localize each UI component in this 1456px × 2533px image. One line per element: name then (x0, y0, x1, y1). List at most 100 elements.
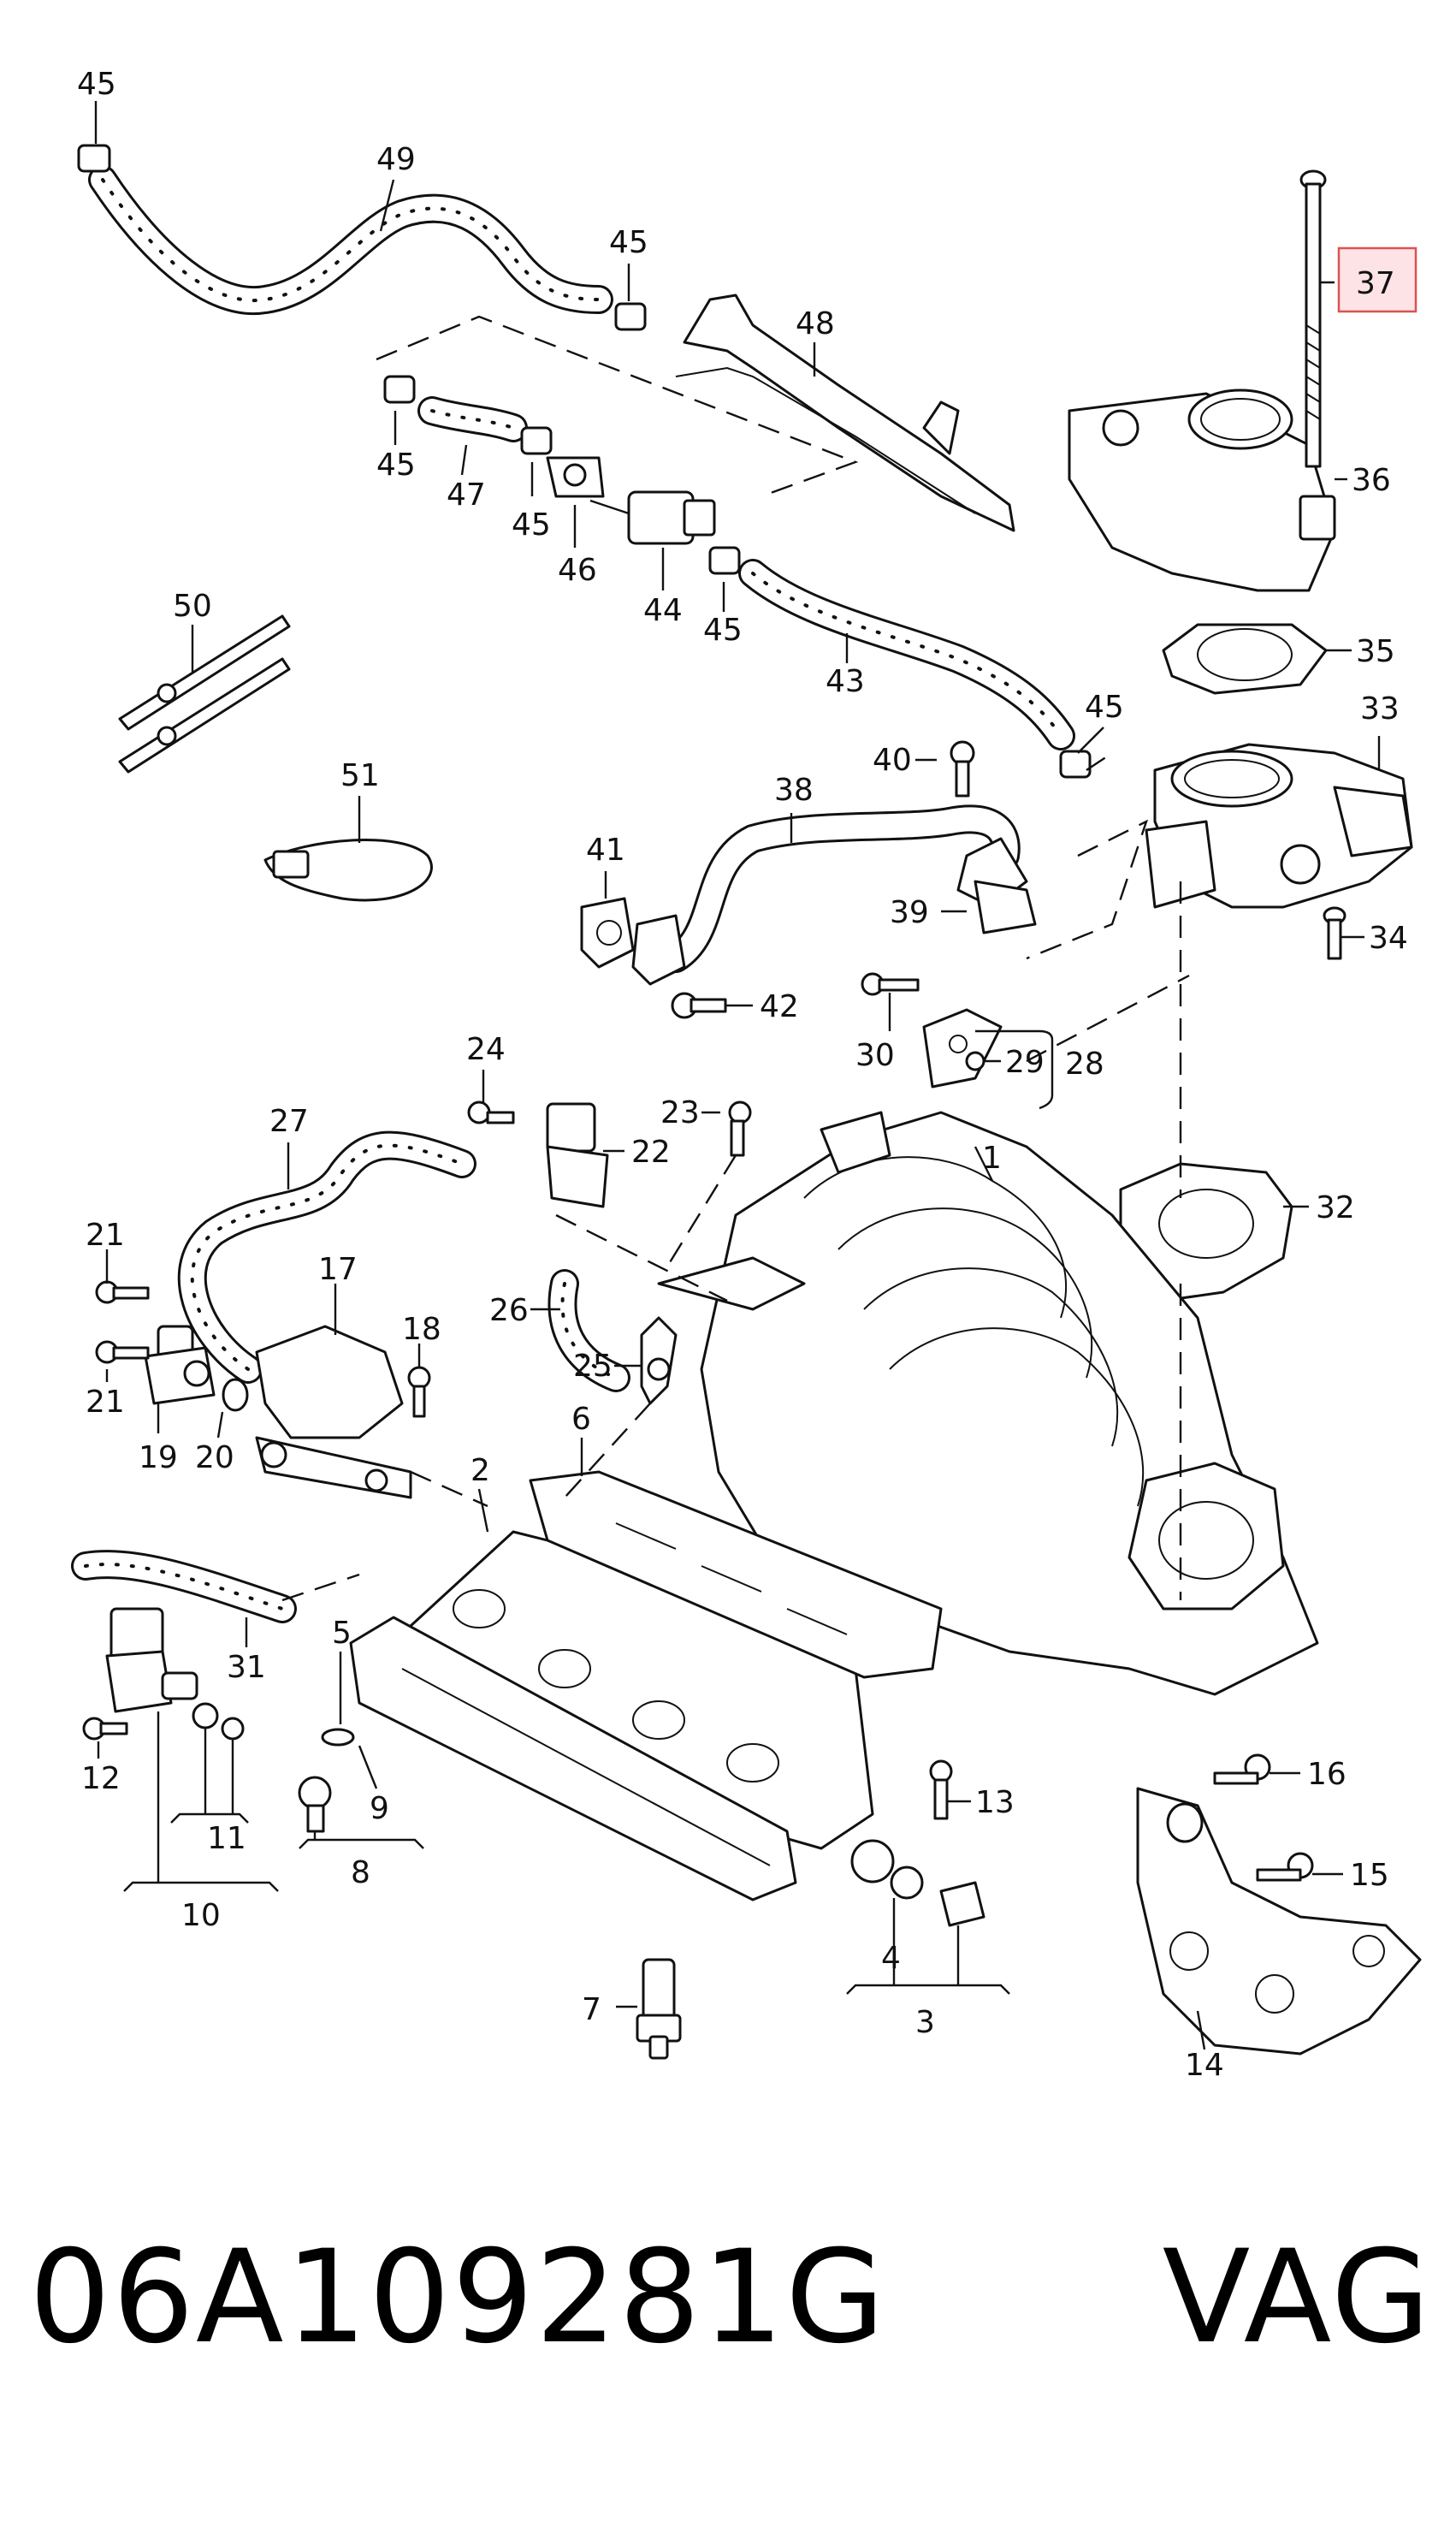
flange-38 (631, 914, 686, 986)
callout-8: 8 (351, 1855, 370, 1890)
strap-51 (263, 839, 433, 902)
seals-11 (192, 1702, 245, 1741)
callout-21a: 21 (86, 1218, 125, 1253)
callout-10: 10 (181, 1898, 221, 1933)
seal-20 (222, 1378, 249, 1412)
callout-2: 2 (471, 1453, 490, 1488)
callout-7: 7 (582, 1992, 601, 2027)
valve-44 (589, 490, 716, 545)
callout-41: 41 (586, 833, 625, 868)
callout-27: 27 (269, 1104, 309, 1139)
gasket-41 (580, 897, 635, 969)
bracket-14 (1136, 1787, 1422, 2055)
bolt-15 (1256, 1852, 1314, 1882)
callout-23: 23 (660, 1095, 700, 1130)
callout-3: 3 (915, 2005, 935, 2040)
bolt-12 (82, 1717, 128, 1741)
callout-11: 11 (207, 1821, 246, 1856)
callout-48: 48 (796, 306, 835, 341)
callout-49: 49 (376, 142, 416, 177)
valve-10 (105, 1607, 198, 1713)
throttle-body-36 (1068, 389, 1336, 592)
callout-44: 44 (643, 593, 683, 628)
callout-15: 15 (1350, 1858, 1389, 1893)
callout-20: 20 (195, 1440, 234, 1475)
callout-46: 46 (558, 553, 597, 588)
hose-27 (177, 1130, 476, 1384)
callout-28: 28 (1065, 1047, 1104, 1082)
footer: 06A109281G VAG (29, 2223, 1432, 2372)
hose-43 (738, 559, 1075, 750)
callout-26: 26 (489, 1293, 529, 1328)
callout-13: 13 (975, 1785, 1015, 1820)
callout-18: 18 (402, 1312, 441, 1347)
plug-3 (850, 1839, 985, 1927)
pipe-38 (661, 804, 1021, 973)
callout-37-highlight (1337, 246, 1418, 313)
callout-42: 42 (760, 989, 799, 1024)
callout-47: 47 (447, 478, 486, 513)
callout-35: 35 (1356, 634, 1395, 669)
bolt-34 (1323, 906, 1347, 960)
hose-47 (417, 396, 528, 442)
clamp-45 (77, 144, 1092, 779)
callout-25: 25 (573, 1349, 613, 1384)
assembly-lines (281, 315, 1190, 1602)
hose-26 (547, 1269, 630, 1392)
pipe-assembly-48 (675, 294, 1015, 532)
intake-manifold-1 (657, 1111, 1319, 1696)
callout-31: 31 (227, 1650, 266, 1685)
callout-24: 24 (466, 1032, 506, 1067)
bolt-18 (407, 1366, 431, 1418)
bolt-16 (1213, 1753, 1271, 1785)
bolt-21 (95, 1280, 150, 1364)
valve-22 (546, 1102, 609, 1208)
callout-9: 9 (370, 1791, 389, 1826)
cable-ties-50 (118, 614, 291, 774)
hose-31 (71, 1550, 297, 1623)
callout-34: 34 (1369, 921, 1408, 956)
callout-39: 39 (890, 895, 929, 930)
callout-45d: 45 (512, 507, 551, 543)
callout-5: 5 (332, 1616, 352, 1651)
callout-33: 33 (1360, 691, 1400, 727)
callout-43: 43 (826, 664, 865, 699)
plug-8 (298, 1776, 332, 1833)
valve-19 (144, 1325, 216, 1405)
leader-lines (94, 101, 1381, 2050)
bolt-13 (929, 1759, 953, 1820)
actuator-17 (255, 1325, 412, 1499)
gasket-6 (529, 1470, 943, 1679)
callout-32: 32 (1316, 1190, 1355, 1225)
sensor-7 (636, 1958, 682, 2060)
bracket-46 (546, 456, 605, 498)
exploded-parts-diagram: 1 2 3 4 5 6 7 8 9 10 11 12 13 14 15 16 1… (71, 67, 1422, 2083)
callout-21b: 21 (86, 1385, 125, 1420)
seal-29 (965, 1051, 985, 1071)
bolt-24 (467, 1100, 515, 1124)
callout-29: 29 (1005, 1045, 1045, 1080)
callout-37: 37 (1356, 266, 1395, 301)
callout-30: 30 (855, 1038, 895, 1073)
callout-45b: 45 (609, 225, 648, 260)
callout-40: 40 (873, 743, 912, 778)
callout-45c: 45 (376, 448, 416, 483)
callout-19: 19 (139, 1440, 178, 1475)
connector-25 (640, 1316, 678, 1405)
part-number: 06A109281G (29, 2223, 887, 2372)
bolt-40 (950, 740, 975, 798)
callout-labels: 1 2 3 4 5 6 7 8 9 10 11 12 13 14 15 16 1… (77, 67, 1408, 2083)
callout-22: 22 (631, 1135, 671, 1170)
callout-50: 50 (173, 589, 212, 624)
gasket-35 (1162, 623, 1328, 695)
bolt-30 (861, 972, 920, 996)
bolt-37 (1299, 169, 1327, 468)
flange-28 (922, 1008, 1003, 1089)
callout-51: 51 (340, 758, 380, 793)
brand-name: VAG (1162, 2223, 1432, 2372)
callout-14: 14 (1185, 2048, 1224, 2083)
bolt-42 (671, 992, 727, 1019)
washer-9 (321, 1728, 355, 1747)
callout-6: 6 (571, 1402, 591, 1437)
callout-45e: 45 (703, 613, 743, 648)
